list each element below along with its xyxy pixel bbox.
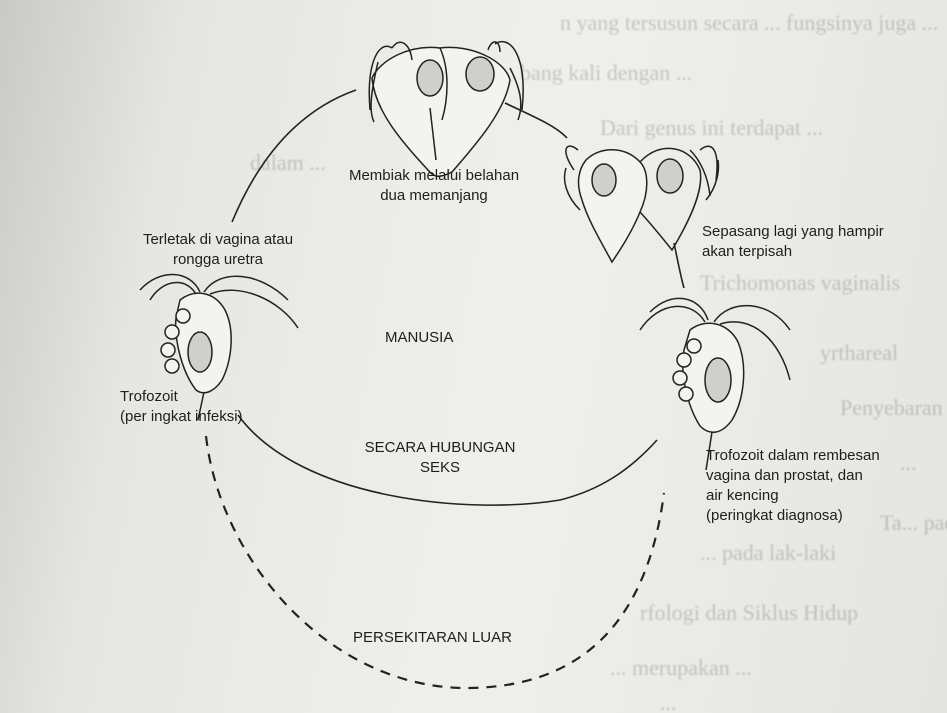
label-sexual-transmission-line-2: SEKS — [340, 458, 540, 478]
cycle-arrow-top-to-right — [505, 103, 567, 138]
label-almost-separated-line-2: akan terpisah — [702, 242, 884, 262]
label-diagnostic-stage-line-2: vagina dan prostat, dan — [706, 466, 880, 486]
label-division-line-2: dua memanjang — [334, 186, 534, 206]
label-infective-stage: Trofozoit (per ingkat infeksi) — [120, 387, 243, 427]
label-infective-stage-line-2: (per ingkat infeksi) — [120, 407, 243, 427]
label-location-line-2: rongga uretra — [118, 250, 318, 270]
label-sexual-transmission: SECARA HUBUNGAN SEKS — [340, 438, 540, 478]
label-division: Membiak melalui belahan dua memanjang — [334, 166, 534, 206]
label-sexual-transmission-line-1: SECARA HUBUNGAN — [340, 438, 540, 458]
label-almost-separated-line-1: Sepasang lagi yang hampir — [702, 222, 884, 242]
label-diagnostic-stage-line-4: (peringkat diagnosa) — [706, 506, 880, 526]
trophozoite-diagnostic-icon — [640, 298, 790, 470]
trophozoite-pair-icon — [565, 146, 719, 262]
label-location: Terletak di vagina atau rongga uretra — [118, 230, 318, 270]
label-location-line-1: Terletak di vagina atau — [118, 230, 318, 250]
label-diagnostic-stage: Trofozoit dalam rembesan vagina dan pros… — [706, 446, 880, 526]
cycle-arrow-right-to-bottom — [674, 243, 684, 288]
label-infective-stage-line-1: Trofozoit — [120, 387, 243, 407]
trophozoite-dividing-icon — [369, 42, 523, 177]
label-human-host: MANUSIA — [385, 328, 453, 348]
label-diagnostic-stage-line-1: Trofozoit dalam rembesan — [706, 446, 880, 466]
label-diagnostic-stage-line-3: air kencing — [706, 486, 880, 506]
label-external-environment: PERSEKITARAN LUAR — [353, 628, 512, 648]
label-almost-separated: Sepasang lagi yang hampir akan terpisah — [702, 222, 884, 262]
label-division-line-1: Membiak melalui belahan — [334, 166, 534, 186]
